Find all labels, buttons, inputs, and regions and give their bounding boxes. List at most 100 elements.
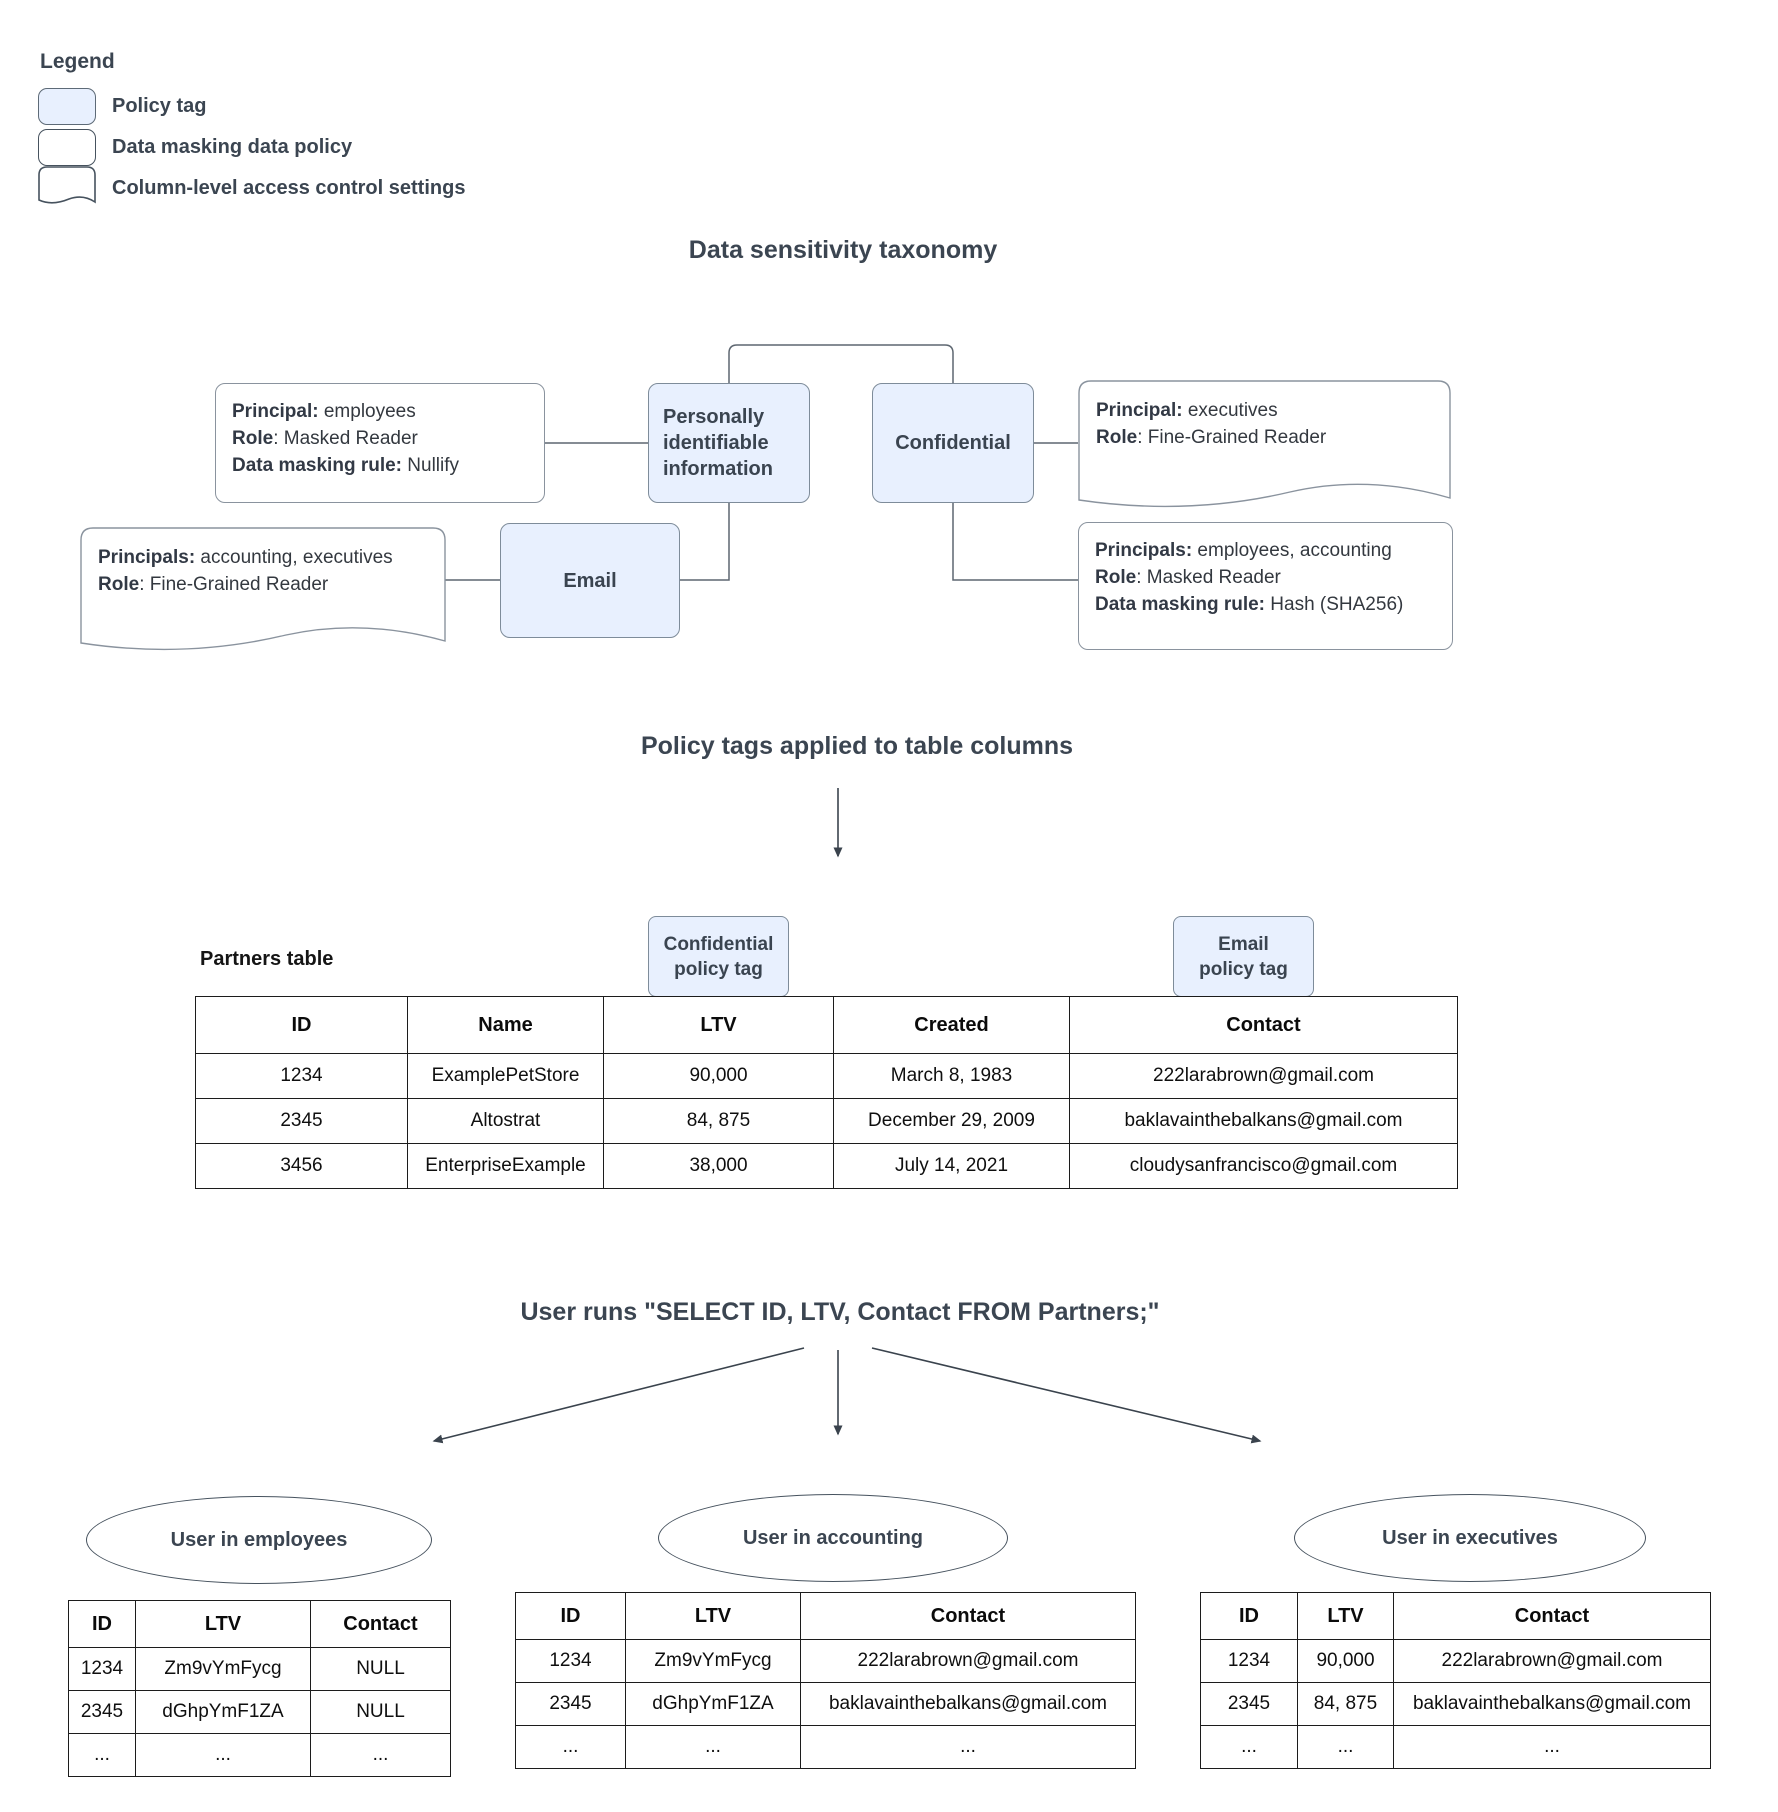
table-cell: 90,000 [603, 1053, 834, 1099]
table-cell: 1234 [515, 1639, 626, 1683]
policy-line: Role: Masked Reader [232, 428, 418, 449]
column-header: Created [833, 996, 1070, 1054]
table-row: ......... [515, 1725, 1136, 1769]
column-header: LTV [135, 1600, 311, 1648]
table-cell: ... [68, 1733, 136, 1777]
table-cell: NULL [310, 1647, 451, 1691]
column-header: LTV [625, 1592, 801, 1640]
column-header: ID [195, 996, 408, 1054]
connector-confidential-to-hash [952, 503, 1078, 581]
taxonomy-title: Data sensitivity taxonomy [688, 236, 998, 264]
user-in-accounting-ellipse: User in accounting [658, 1494, 1008, 1582]
table-cell: ... [515, 1725, 626, 1769]
query-title: User runs "SELECT ID, LTV, Contact FROM … [520, 1298, 1160, 1326]
table-cell: Zm9vYmFycg [625, 1639, 801, 1683]
policy-line: Principals: accounting, executives [98, 547, 393, 568]
policy-line: Principal: employees [232, 401, 416, 422]
table-cell: cloudysanfrancisco@gmail.com [1069, 1143, 1458, 1189]
column-header: ID [1200, 1592, 1298, 1640]
legend-label: Column-level access control settings [112, 176, 466, 199]
table-cell: ... [800, 1725, 1136, 1769]
table-cell: 1234 [1200, 1639, 1298, 1683]
table-cell: 84, 875 [603, 1098, 834, 1144]
table-cell: 1234 [68, 1647, 136, 1691]
legend-item-policy-tag: Policy tag [38, 86, 206, 126]
table-cell: ... [135, 1733, 311, 1777]
user-in-employees-ellipse: User in employees [86, 1496, 432, 1584]
table-cell: 3456 [195, 1143, 408, 1189]
table-cell: July 14, 2021 [833, 1143, 1070, 1189]
email-policy-tag-node: Email [500, 523, 680, 638]
policy-line: Role: Fine-Grained Reader [1096, 427, 1327, 448]
table-cell: baklavainthebalkans@gmail.com [1069, 1098, 1458, 1144]
table-cell: ExamplePetStore [407, 1053, 604, 1099]
table-cell: 90,000 [1297, 1639, 1394, 1683]
table-cell: 1234 [195, 1053, 408, 1099]
legend-label: Policy tag [112, 94, 207, 117]
table-cell: ... [625, 1725, 801, 1769]
table-cell: 2345 [1200, 1682, 1298, 1726]
document-shape [80, 527, 446, 651]
callout-line: Email [1218, 933, 1269, 955]
legend-item-access-control: Column-level access control settings [38, 166, 466, 208]
applied-section-title: Policy tags applied to table columns [640, 732, 1074, 760]
table-cell: March 8, 1983 [833, 1053, 1070, 1099]
confidential-policy-tag-node: Confidential [872, 383, 1034, 503]
partners-table-label: Partners table [200, 948, 334, 970]
table-cell: 2345 [195, 1098, 408, 1144]
table-cell: 222larabrown@gmail.com [800, 1639, 1136, 1683]
table-cell: EnterpriseExample [407, 1143, 604, 1189]
column-header: ID [515, 1592, 626, 1640]
table-cell: ... [310, 1733, 451, 1777]
policy-line: Principals: employees, accounting [1095, 540, 1392, 561]
policy-line: Data masking rule: Hash (SHA256) [1095, 594, 1404, 615]
column-header: ID [68, 1600, 136, 1648]
table-cell: ... [1297, 1725, 1394, 1769]
legend-label: Data masking data policy [112, 135, 353, 158]
callout-line: policy tag [674, 958, 763, 980]
policy-line: Data masking rule: Nullify [232, 455, 460, 476]
table-cell: 222larabrown@gmail.com [1393, 1639, 1711, 1683]
table-cell: 38,000 [603, 1143, 834, 1189]
data-masking-swatch-icon [38, 128, 96, 166]
legend-item-data-masking: Data masking data policy [38, 127, 352, 167]
document-shape-swatch-icon [38, 166, 96, 204]
policy-line: Role: Fine-Grained Reader [98, 574, 329, 595]
table-cell: 2345 [68, 1690, 136, 1734]
table-cell: December 29, 2009 [833, 1098, 1070, 1144]
table-cell: ... [1393, 1725, 1711, 1769]
table-cell: baklavainthebalkans@gmail.com [800, 1682, 1136, 1726]
column-header: Name [407, 996, 604, 1054]
arrow-to-executives-result [871, 1347, 1262, 1444]
table-cell: Altostrat [407, 1098, 604, 1144]
policy-tag-swatch-icon [38, 87, 96, 125]
document-shape [1078, 380, 1451, 508]
email-policy-tag-callout: Email policy tag [1173, 916, 1314, 997]
column-header: Contact [1393, 1592, 1711, 1640]
user-in-executives-ellipse: User in executives [1294, 1494, 1646, 1582]
table-cell: Zm9vYmFycg [135, 1647, 311, 1691]
table-row: ......... [1200, 1725, 1711, 1769]
table-cell: dGhpYmF1ZA [625, 1682, 801, 1726]
callout-line: policy tag [1199, 958, 1288, 980]
table-cell: 222larabrown@gmail.com [1069, 1053, 1458, 1099]
